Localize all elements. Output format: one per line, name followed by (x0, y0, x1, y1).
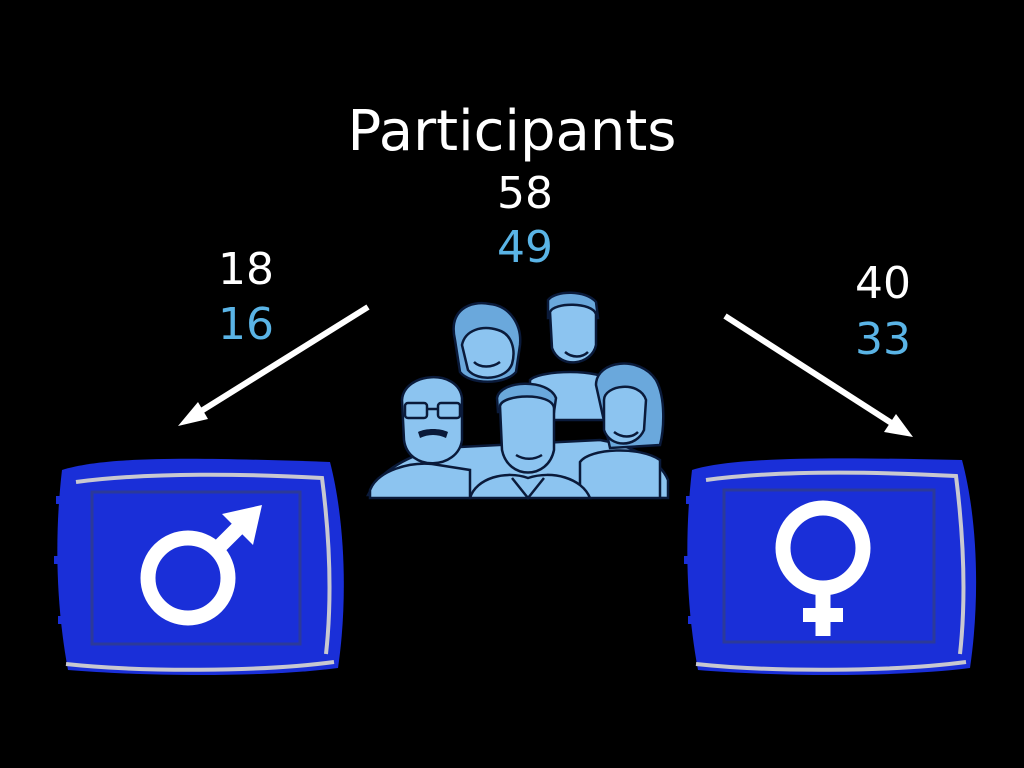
arrow-right-down-icon (723, 313, 913, 437)
male-count-bottom: 16 (218, 299, 274, 350)
slide-title: Participants (347, 99, 677, 164)
arrow-left-down-icon (178, 304, 370, 426)
total-count-bottom: 49 (497, 222, 553, 273)
female-count-bottom: 33 (855, 314, 911, 365)
male-symbol-icon (140, 505, 262, 626)
female-count-top: 40 (855, 258, 911, 309)
total-count-top: 58 (497, 168, 553, 219)
female-symbol-icon (775, 500, 871, 636)
male-count-top: 18 (218, 244, 274, 295)
